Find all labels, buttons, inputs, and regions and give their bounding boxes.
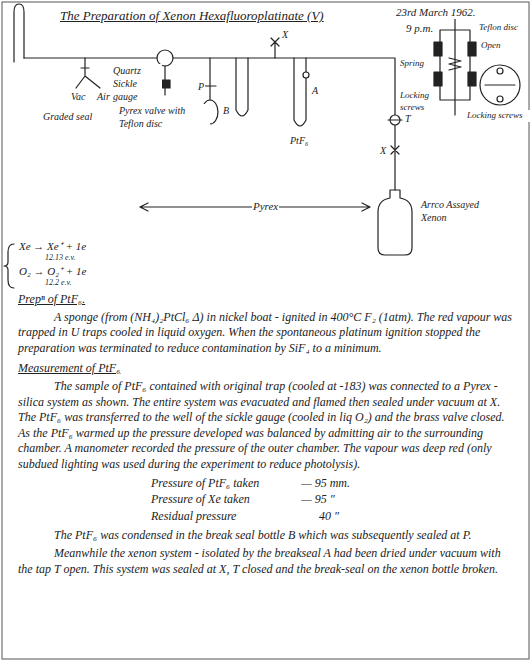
part-label: Pyrex valve with Teflon disc	[118, 104, 210, 130]
body-text: A sponge (from (NH₄)₂PtCl₆ Δ) in nickel …	[18, 310, 513, 357]
table-cell: Pressure of PtF₆ taken	[150, 476, 260, 492]
energy-value: 12.2 e.v.	[44, 278, 73, 288]
body-text: Meanwhile the xenon system - isolated by…	[18, 546, 513, 577]
date-note: 23rd March 1962.	[395, 5, 477, 19]
part-label: Teflon disc	[478, 22, 519, 34]
callout-letter: X	[281, 28, 289, 41]
callout-letter: P	[197, 80, 205, 93]
callout-letter: A	[311, 84, 319, 97]
section-heading: Prepⁿ of PtF₆.	[18, 292, 85, 308]
part-label: Air	[96, 90, 111, 103]
part-label: Quartz Sickle gauge	[112, 64, 162, 103]
material-label: Pyrex	[252, 199, 279, 213]
table-cell: 40 ″	[318, 509, 340, 525]
part-label: Locking screws	[399, 90, 435, 113]
part-label: Vac	[70, 90, 86, 103]
page-title: The Preparation of Xenon Hexafluoroplati…	[60, 8, 324, 25]
table-cell: — 95 mm.	[300, 476, 351, 492]
body-text: The sample of PtF₆ contained with origin…	[18, 379, 513, 473]
section-heading: Measurement of PtF₆	[18, 361, 120, 377]
part-label: Arrco Assayed Xenon	[420, 198, 494, 224]
table-cell: Residual pressure	[150, 509, 237, 525]
part-label: Open	[480, 40, 502, 52]
table-cell: Pressure of Xe taken	[150, 492, 251, 508]
time-note: 9 p.m.	[405, 21, 434, 35]
part-label: Spring	[399, 58, 425, 70]
part-label: PtF₆	[289, 134, 309, 147]
table-cell: — 95 ″	[300, 492, 336, 508]
callout-letter: T	[404, 112, 412, 125]
part-label: Graded seal	[42, 110, 104, 123]
callout-letter: B	[222, 104, 230, 117]
part-label: Locking screws	[466, 110, 530, 122]
equation: O₂ → O₂⁺ + 1e	[18, 264, 87, 278]
body-text: The PtF₆ was condensed in the break seal…	[18, 528, 513, 544]
energy-value: 12.13 e.v.	[44, 253, 77, 263]
callout-letter: X	[379, 144, 387, 157]
equation: Xe → Xe⁺ + 1e	[18, 239, 87, 253]
